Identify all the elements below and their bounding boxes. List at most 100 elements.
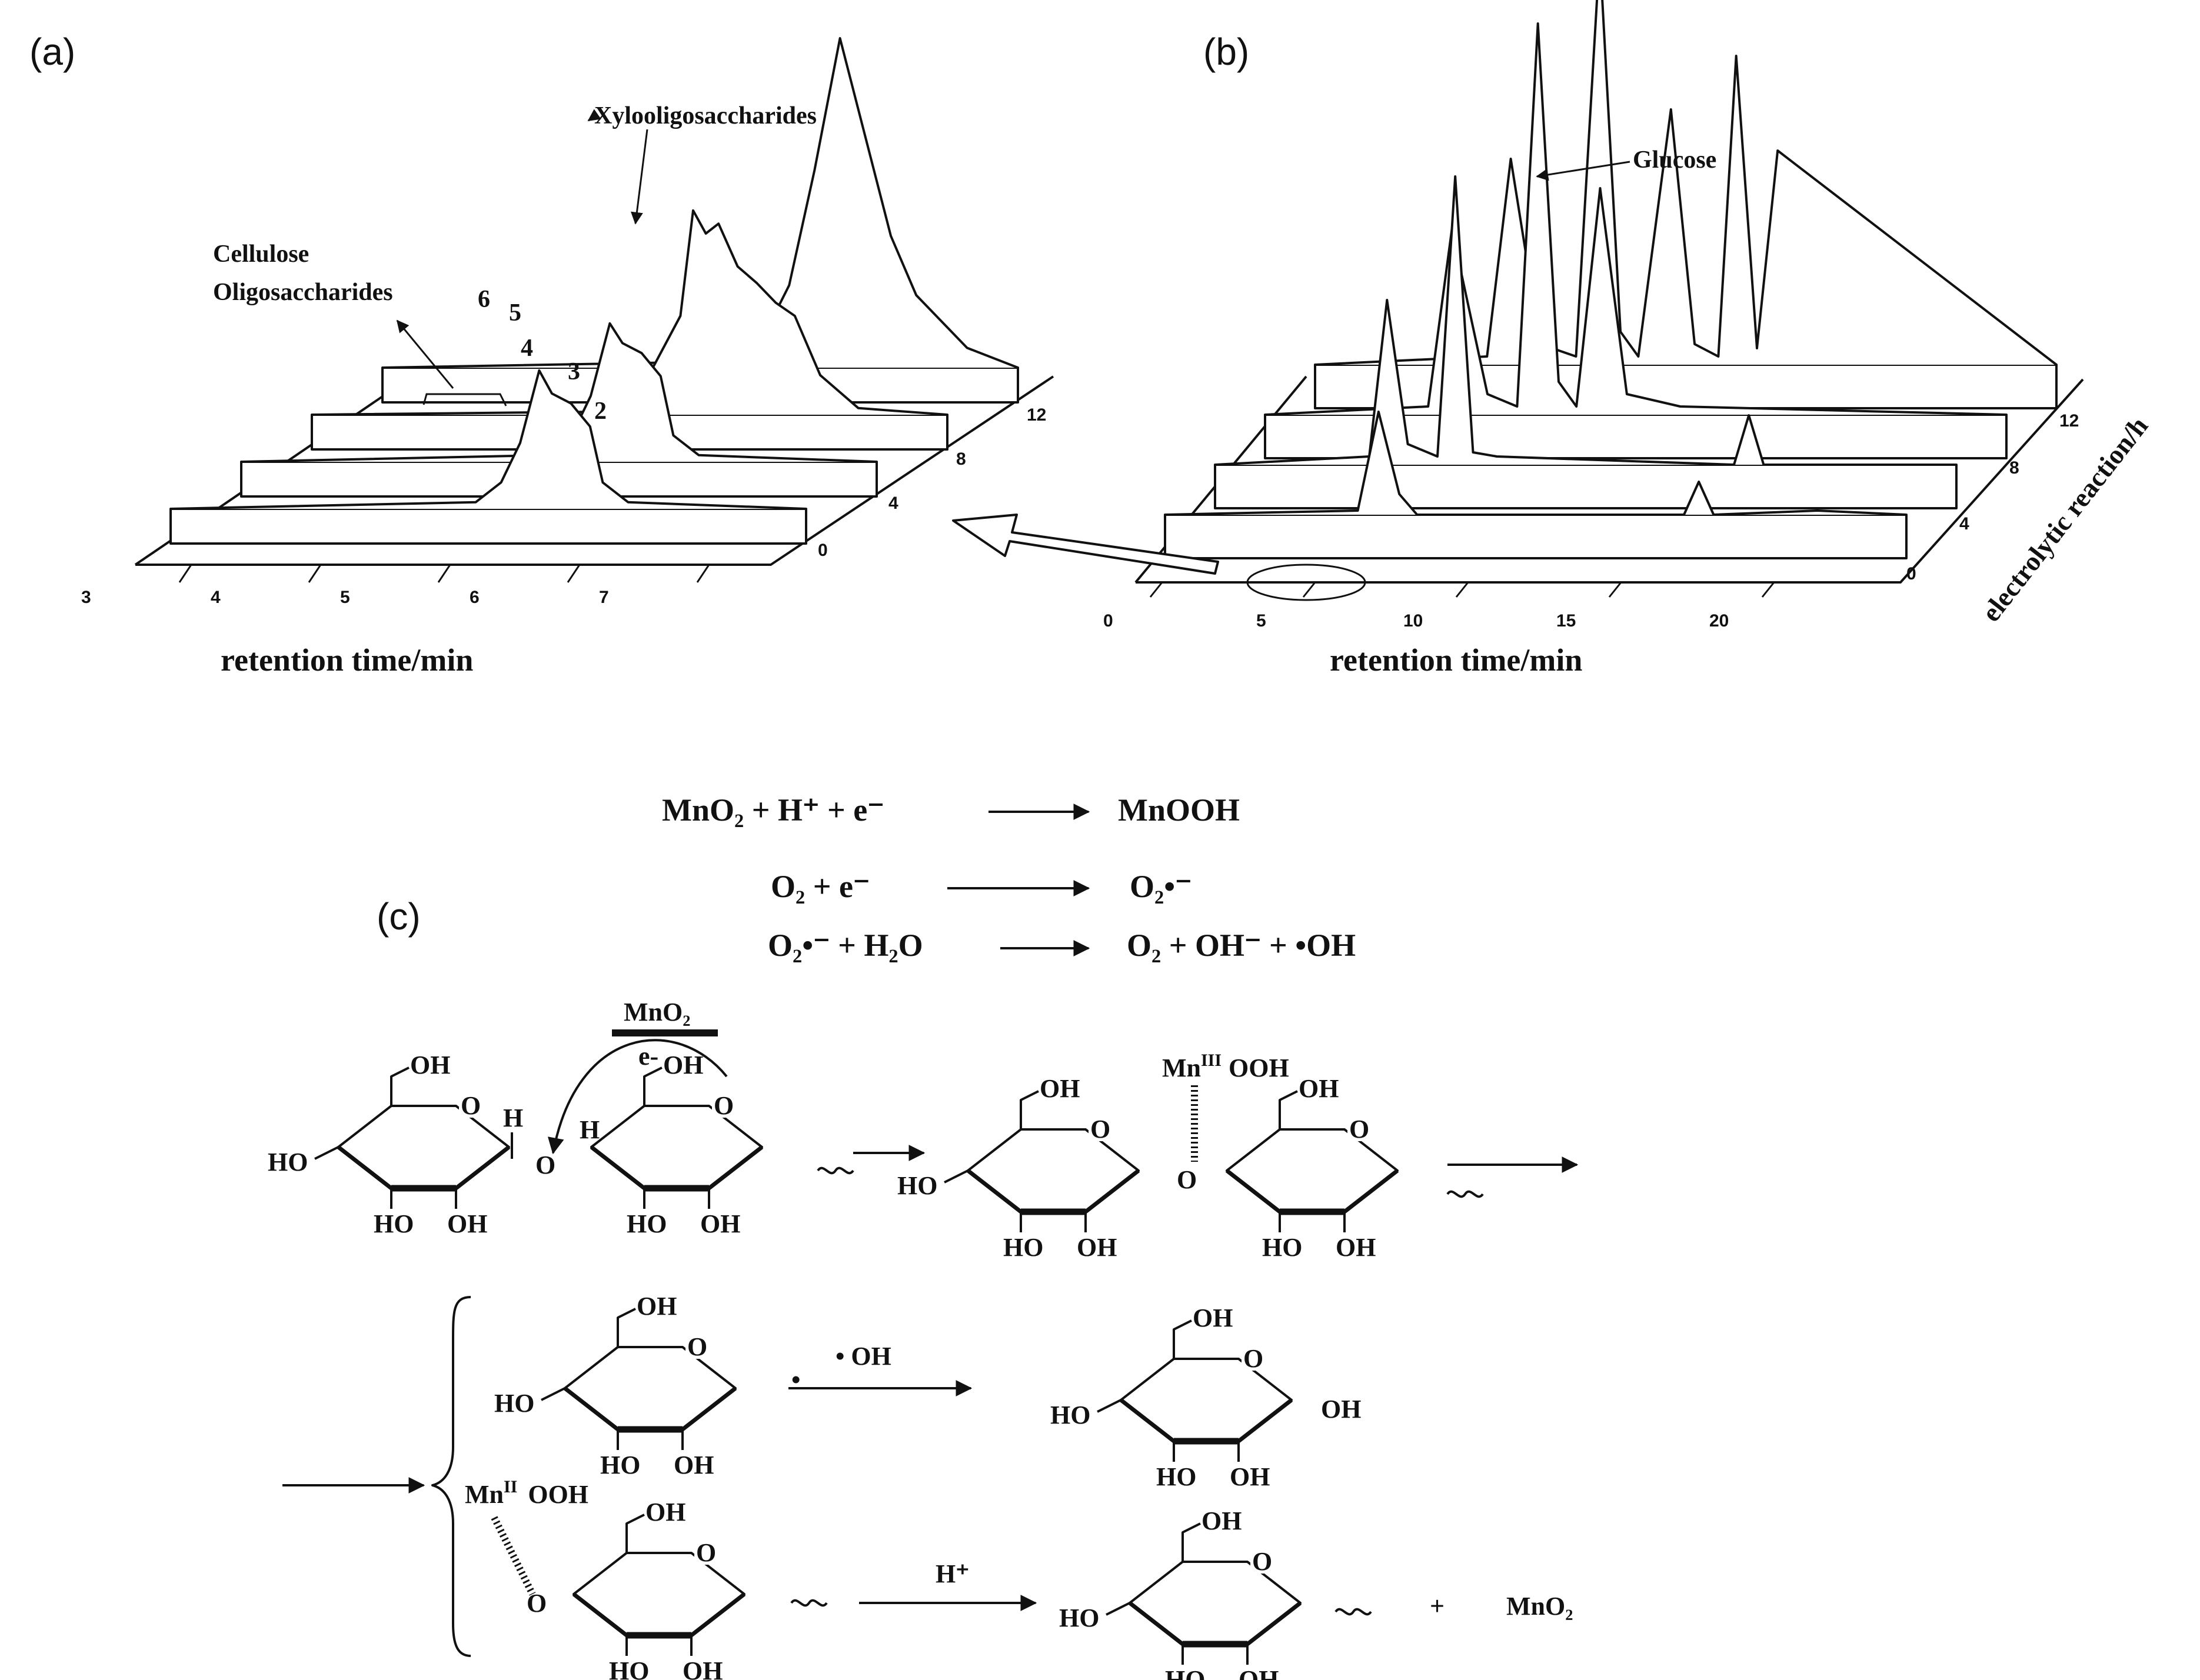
glucose-arrow [1536, 161, 1630, 181]
panel-b-depth-tick: 4 [1959, 514, 1969, 534]
ring-oxygen: O [714, 1091, 734, 1120]
bond [563, 1386, 620, 1431]
panel-b-depth-tick: 0 [1906, 564, 1916, 584]
bond [967, 1128, 1140, 1213]
radical-dot: • [791, 1365, 800, 1394]
hydroxyl-c4: HO [494, 1389, 534, 1418]
panel-b-traces [1164, 0, 2058, 559]
glycosidic-oxygen: O [527, 1589, 547, 1618]
atom-h: H [503, 1104, 523, 1132]
trace-line [1214, 175, 1956, 466]
trace-plate [169, 508, 807, 545]
bond [1020, 1090, 1039, 1129]
glycosidic-oxygen: O [535, 1151, 555, 1179]
ring-oxygen-bg [1250, 1550, 1274, 1574]
trace-line [1164, 411, 1907, 516]
bond [337, 1105, 510, 1189]
bond [572, 1592, 628, 1637]
bond [1106, 1602, 1130, 1616]
electrode-mno2-label: MnO₂ [624, 998, 690, 1026]
peak-label-2: 2 [594, 398, 607, 425]
panel-a-xtick: 6 [470, 588, 480, 607]
ring-oxygen-bg [712, 1094, 735, 1118]
wavy-bond [790, 1599, 828, 1607]
bond [681, 1386, 737, 1431]
bond [1129, 1561, 1302, 1645]
panel-a-floor [135, 375, 1054, 566]
trace-line [1314, 0, 2058, 366]
equation-1-left: MnO₂ + H⁺ + e⁻ [662, 792, 884, 828]
panel-b-xtick: 15 [1556, 611, 1576, 631]
hydroxyl-ch2oh: OH [410, 1051, 450, 1079]
trace-plate [1164, 514, 1908, 559]
ring-oxygen: O [461, 1091, 481, 1120]
electron-label: e- [638, 1042, 658, 1071]
hydroxyl-ch2oh: OH [1040, 1074, 1080, 1103]
zoom-ellipse [1246, 564, 1366, 601]
bond [337, 1145, 393, 1190]
hydroxyl: HO [627, 1209, 667, 1238]
peak-label-3: 3 [568, 358, 580, 385]
bond [1128, 1601, 1184, 1646]
bond [573, 1552, 745, 1636]
ring-oxygen: O [696, 1538, 716, 1567]
ring-oxygen-bg [1347, 1118, 1371, 1141]
hydroxyl: HO [1003, 1233, 1043, 1262]
hydroxyl-c4: HO [1050, 1401, 1090, 1429]
atom-h: H [580, 1115, 600, 1144]
cello-bracket [422, 393, 507, 406]
curly-brace [431, 1296, 471, 1657]
panel-a: (a) 3 4 5 6 7 retention time/min 0 4 8 1… [29, 31, 1054, 678]
wavy-bond [1446, 1190, 1484, 1198]
ring-oxygen: O [1252, 1547, 1272, 1576]
bond [590, 1105, 763, 1189]
panel-b-x-ticks [1149, 582, 1775, 598]
ring-oxygen-bg [694, 1541, 718, 1565]
bond [690, 1592, 746, 1637]
peak-label-6: 6 [478, 286, 490, 313]
hydroxyl: HO [374, 1209, 414, 1238]
panel-a-xtick: 7 [599, 588, 609, 607]
peak-label-4: 4 [521, 335, 533, 362]
bond [643, 1066, 663, 1106]
panel-a-xtick: 3 [81, 588, 91, 607]
hydroxyl: HO [600, 1451, 640, 1479]
ring-oxygen: O [1243, 1344, 1263, 1373]
equation-3-left: O₂•⁻ + H₂O [768, 928, 923, 963]
panel-c: (c) MnO₂ + H⁺ + e⁻ MnOOH O₂ + e⁻ O₂•⁻ O₂… [268, 792, 1579, 1680]
bond [617, 1308, 636, 1347]
hydroxyl: HO [1262, 1233, 1302, 1262]
bond [1181, 1522, 1201, 1562]
equation-1-right: MnOOH [1118, 792, 1240, 828]
anomeric-oh: OH [1321, 1395, 1361, 1424]
hydroxyl: OH [447, 1209, 487, 1238]
bond [314, 1146, 339, 1160]
hydroxyl-ch2oh: OH [663, 1051, 703, 1079]
panel-b-xtick: 5 [1256, 611, 1266, 631]
hydroxyl: HO [1156, 1462, 1196, 1491]
panel-b-label: (b) [1203, 31, 1249, 73]
annotation-glucose: Glucose [1633, 146, 1716, 174]
panel-a-xlabel: retention time/min [221, 642, 473, 678]
annotation-cellulose: Cellulose [213, 241, 309, 268]
panel-b-floor [1136, 378, 2084, 584]
electrode-bar [612, 1029, 718, 1036]
plus-sign: + [1430, 1592, 1445, 1621]
trace-plate [1214, 464, 1958, 509]
bond [1225, 1169, 1282, 1214]
bond [564, 1346, 737, 1431]
hydroxyl-ch2oh: OH [645, 1498, 685, 1526]
panel-a-x-ticks [178, 564, 710, 583]
bond [1246, 1601, 1302, 1646]
glycosidic-oxygen: O [1177, 1165, 1197, 1194]
bond [707, 1145, 764, 1190]
hydroxyl: OH [1336, 1233, 1376, 1262]
annotation-xylooligosaccharides: Xylooligosaccharides [594, 102, 817, 129]
panel-b-depth-tick: 8 [2009, 458, 2019, 478]
